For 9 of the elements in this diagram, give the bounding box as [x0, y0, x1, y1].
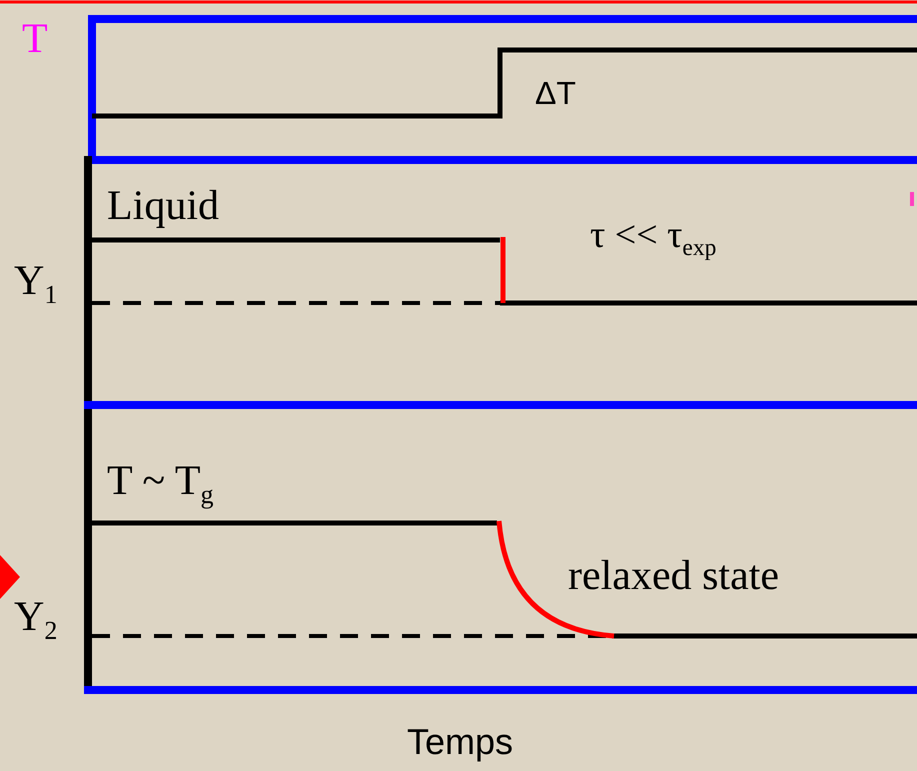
state-label: T ~ T$_{g}$ [107, 458, 214, 510]
level-label: Y$_{2}$ [14, 594, 58, 646]
state-label: relaxed state [568, 553, 780, 600]
axis-label: Temps [407, 722, 514, 762]
step-label: ΔT [535, 76, 576, 112]
axis-label: T [22, 16, 48, 62]
state-label: Liquid [107, 183, 219, 230]
condition-label: τ << τ$_{exp}$ [590, 215, 716, 262]
level-label: Y$_{1}$ [14, 258, 58, 310]
